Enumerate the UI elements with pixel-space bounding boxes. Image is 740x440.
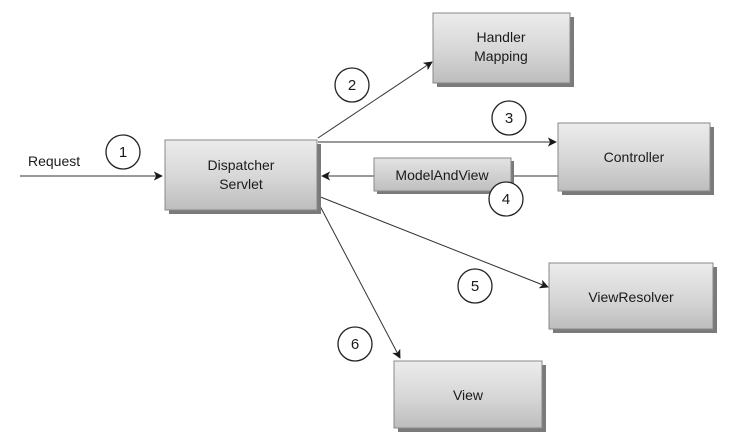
step-2-number: 2 xyxy=(348,77,356,94)
view-resolver-label: ViewResolver xyxy=(588,289,674,305)
arrow-to-view-resolver xyxy=(317,195,549,289)
handler-mapping-box: Handler Mapping xyxy=(432,12,574,87)
step-6-marker: 6 xyxy=(337,326,373,362)
step-4-marker: 4 xyxy=(488,181,524,217)
view-box: View xyxy=(393,360,546,432)
controller-box: Controller xyxy=(557,122,714,195)
model-and-view-box: ModelAndView xyxy=(373,157,514,194)
arrow-to-handler-mapping xyxy=(317,61,433,139)
step-1-number: 1 xyxy=(119,144,127,161)
arrow-to-view xyxy=(319,205,401,359)
model-and-view-label: ModelAndView xyxy=(395,167,489,183)
step-4-number: 4 xyxy=(502,191,510,208)
dispatcher-servlet-box: Dispatcher Servlet xyxy=(164,139,321,214)
step-2-marker: 2 xyxy=(334,67,370,103)
step-6-number: 6 xyxy=(351,336,359,353)
step-5-marker: 5 xyxy=(457,268,493,304)
view-label: View xyxy=(453,387,484,403)
handler-mapping-label-line1: Handler xyxy=(476,29,525,45)
controller-label: Controller xyxy=(604,149,665,165)
dispatcher-servlet-label-line2: Servlet xyxy=(219,176,263,192)
handler-mapping-label-line2: Mapping xyxy=(474,48,528,64)
step-3-number: 3 xyxy=(505,110,513,127)
step-5-number: 5 xyxy=(471,278,479,295)
view-resolver-box: ViewResolver xyxy=(548,262,717,333)
request-label: Request xyxy=(28,153,80,169)
dispatcher-servlet-label-line1: Dispatcher xyxy=(208,157,275,173)
step-1-marker: 1 xyxy=(105,134,141,170)
step-3-marker: 3 xyxy=(491,100,527,136)
